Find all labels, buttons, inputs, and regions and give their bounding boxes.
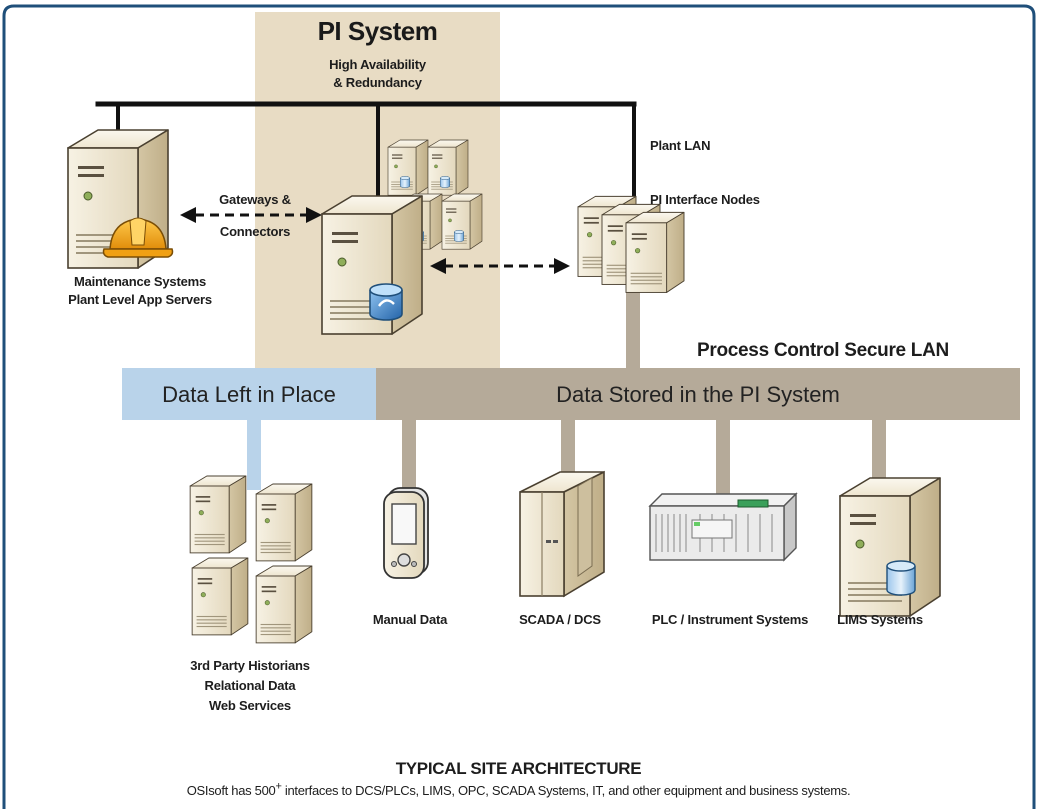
pi-subtitle-line1: High Availability [329,57,426,72]
maintenance-label: Maintenance Systems Plant Level App Serv… [40,273,240,309]
pi-server-icon [321,195,423,335]
maintenance-line2: Plant Level App Servers [68,292,212,307]
band-left-label: Data Left in Place [162,382,336,407]
footer-title: TYPICAL SITE ARCHITECTURE [395,759,642,778]
pi-interface-nodes-icon [577,195,685,293]
third-party-label: 3rd Party Historians Relational Data Web… [165,656,335,716]
band-data-left-in-place [122,368,376,420]
plant-lan-bus [95,101,637,202]
gateways-arrow [180,207,322,223]
pi-subtitle-line2: & Redundancy [333,75,422,90]
pi-system-title: PI System [317,16,438,46]
third-party-servers-icon [189,475,313,644]
pi-to-interface-arrow [430,258,570,274]
band-right-label: Data Stored in the PI System [556,382,840,407]
handheld-device-icon [383,487,429,579]
gateways-label: Gateways & Connectors [195,191,315,241]
diagram-frame [2,4,1036,809]
maintenance-line1: Maintenance Systems [73,274,207,289]
footer-caption-post: interfaces to DCS/PLCs, LIMS, OPC, SCADA… [281,783,851,798]
footer-caption-sup: + [275,780,282,793]
gateways-line2: Connectors [219,224,291,239]
plc-rack-icon [648,492,798,562]
pi-interface-nodes-label: PI Interface Nodes [650,192,760,207]
gateways-line1: Gateways & [219,192,291,207]
scada-dcs-label: SCADA / DCS [519,612,601,627]
lims-server-icon [839,477,941,617]
band-data-stored-in-pi [376,368,1020,420]
plc-instrument-label: PLC / Instrument Systems [651,612,809,627]
plant-lan-label: Plant LAN [650,138,711,153]
maintenance-server-icon [67,129,174,269]
third-party-line3: Web Services [209,698,291,713]
third-party-line1: 3rd Party Historians [190,658,310,673]
pi-system-subtitle: High Availability & Redundancy [255,56,500,92]
footer-caption-pre: OSIsoft has 500 [186,783,276,798]
lims-systems-label: LIMS Systems [837,612,923,627]
third-party-line2: Relational Data [204,678,296,693]
footer-caption: OSIsoft has 500+ interfaces to DCS/PLCs,… [0,780,1037,800]
process-control-lan-label: Process Control Secure LAN [697,340,949,361]
lan-connectors [247,280,886,500]
scada-cabinet-icon [519,470,605,598]
manual-data-label: Manual Data [372,612,448,627]
